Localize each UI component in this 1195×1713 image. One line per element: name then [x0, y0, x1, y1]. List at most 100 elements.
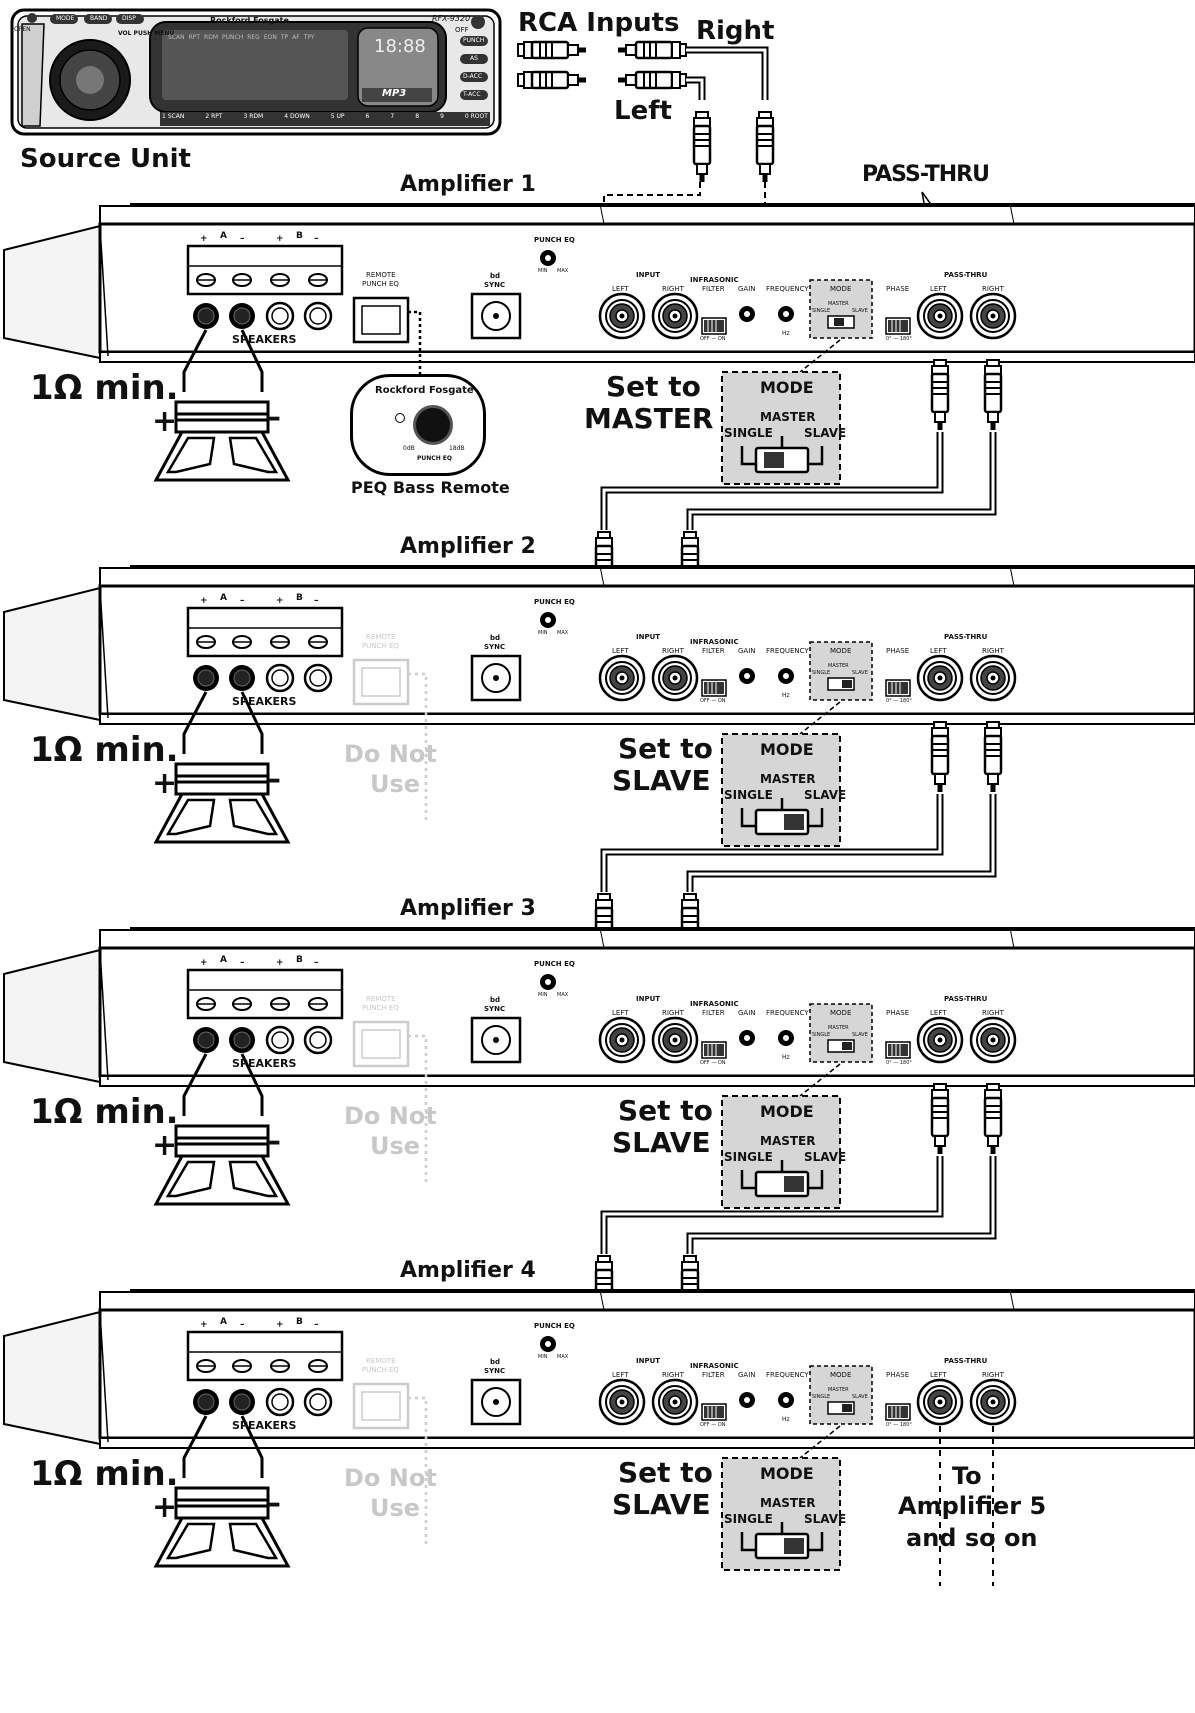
preset-button: 2 RPT	[205, 113, 223, 120]
infrasonic-off-on-label: OFF — ON	[700, 336, 726, 342]
mode-label: MODE	[830, 647, 852, 655]
terminal-minus-label: –	[240, 234, 245, 244]
channel-b-label: B	[296, 231, 303, 241]
mode-box-single: SINGLE	[724, 788, 773, 802]
punch-eq-knob-icon	[540, 250, 556, 266]
input-label: INPUT	[636, 995, 661, 1003]
display-indicator: RDM	[204, 34, 219, 41]
led-icon	[395, 413, 405, 423]
terminal-minus-label: –	[240, 1320, 245, 1330]
terminal-plus-label: +	[276, 234, 284, 244]
infrasonic-label: FILTER	[702, 285, 725, 293]
amplifier-title: Amplifier 4	[400, 1258, 536, 1283]
small-slave-label: SLAVE	[852, 1394, 868, 1400]
pass-thru-left-label: LEFT	[930, 647, 947, 655]
phase-range-label: 0° — 180°	[886, 336, 912, 342]
speaker-terminal-icon	[192, 1388, 220, 1416]
infrasonic-label: FILTER	[702, 1371, 725, 1379]
tacc-button-label: T-ACC	[463, 91, 481, 98]
speaker-terminal-icon	[303, 1387, 333, 1417]
channel-a-label: A	[220, 593, 227, 603]
pass-thru-left-jack-icon	[916, 1378, 964, 1426]
input-right-label: RIGHT	[662, 1371, 684, 1379]
infrasonic-switch-icon	[701, 317, 727, 335]
bd-sync-label: SYNC	[484, 1005, 506, 1013]
terminal-minus-label: –	[240, 958, 245, 968]
disp-button-label: DISP	[122, 15, 136, 22]
small-single-label: SINGLE	[812, 308, 831, 314]
display-indicator: REG	[247, 34, 260, 41]
punch-eq-min-label: MIN	[538, 1354, 548, 1360]
rca-plug-icon	[983, 1082, 1003, 1156]
input-left-jack-icon	[598, 1016, 646, 1064]
peq-remote: Rockford Fosgate 0dB 18dB PUNCH EQ	[350, 374, 486, 476]
mode-label: MODE	[830, 285, 852, 293]
bd-sync-label: bd	[490, 272, 501, 280]
screw-icon	[196, 997, 216, 1011]
hz-label: Hz	[782, 1054, 790, 1061]
terminal-minus-label: –	[314, 1320, 319, 1330]
do-not-use-label: Do Not	[344, 1464, 437, 1492]
mode-setting-label: SLAVE	[612, 1126, 711, 1159]
screw-icon	[270, 1359, 290, 1373]
preset-button: 5 UP	[330, 113, 345, 120]
amplifier-title: Amplifier 2	[400, 534, 536, 559]
screw-icon	[232, 1359, 252, 1373]
impedance-label: 1Ω min.	[30, 1092, 179, 1132]
input-left-label: LEFT	[612, 1371, 629, 1379]
display-indicators: SCAN RPT RDM PUNCH REG EON TP AF TPY	[168, 34, 344, 41]
speaker-terminal-icon	[192, 1026, 220, 1054]
impedance-label: 1Ω min.	[30, 730, 179, 770]
punch-eq-knob-icon[interactable]	[413, 405, 453, 445]
input-left-label: LEFT	[612, 647, 629, 655]
punch-eq-knob-icon	[540, 974, 556, 990]
set-to-label: Set to	[618, 732, 713, 765]
channel-a-label: A	[220, 1317, 227, 1327]
mode-setting-label: SLAVE	[612, 1488, 711, 1521]
rca-plug-icon	[930, 358, 950, 432]
rca-plug-icon	[983, 358, 1003, 432]
small-slave-label: SLAVE	[852, 308, 868, 314]
display-indicator: EON	[263, 34, 277, 41]
do-not-use-label: Do Not	[344, 740, 437, 768]
punch-eq-max-label: MAX	[557, 268, 569, 274]
amplifier-3	[3, 927, 1195, 1378]
terminal-plus-label: +	[200, 596, 208, 606]
mode-box-single: SINGLE	[724, 426, 773, 440]
phase-range-label: 0° — 180°	[886, 698, 912, 704]
negative-label: –	[266, 400, 281, 435]
pass-thru-left-jack-icon	[916, 292, 964, 340]
input-right-label: RIGHT	[662, 285, 684, 293]
impedance-label: 1Ω min.	[30, 368, 179, 408]
phase-switch-icon	[885, 1403, 911, 1421]
display-indicator: TPY	[303, 34, 315, 41]
bd-sync-label: bd	[490, 634, 501, 642]
phase-range-label: 0° — 180°	[886, 1422, 912, 1428]
screw-icon	[308, 635, 328, 649]
preset-button: 9	[440, 113, 444, 120]
infrasonic-label: INFRASONIC	[690, 638, 739, 646]
remote-punch-eq-label: REMOTE	[366, 271, 396, 279]
pass-thru-label: PASS-THRU	[944, 633, 988, 641]
display-indicator: TP	[280, 34, 289, 41]
screw-icon	[196, 635, 216, 649]
display-indicator: PUNCH	[222, 34, 244, 41]
mode-slider-icon[interactable]	[784, 1538, 804, 1554]
mode-slider-icon[interactable]	[784, 1176, 804, 1192]
rca-inputs-label: RCA Inputs	[518, 8, 680, 38]
punch-eq-max-label: MAX	[557, 1354, 569, 1360]
screw-icon	[308, 997, 328, 1011]
input-label: INPUT	[636, 633, 661, 641]
positive-label: +	[152, 1128, 178, 1163]
remote-punch-eq-label: REMOTE	[366, 1357, 396, 1365]
pass-thru-right-jack-icon	[969, 1016, 1017, 1064]
mode-box-single: SINGLE	[724, 1150, 773, 1164]
preset-button: 6	[365, 113, 370, 120]
gain-knob-icon	[739, 306, 755, 322]
mode-slider-icon[interactable]	[784, 814, 804, 830]
rca-plug-icon	[930, 720, 950, 794]
input-left-jack-icon	[598, 1378, 646, 1426]
mode-setting-label: MASTER	[584, 402, 714, 435]
mode-button-label: MODE	[56, 15, 75, 22]
mode-slider-icon[interactable]	[764, 452, 784, 468]
